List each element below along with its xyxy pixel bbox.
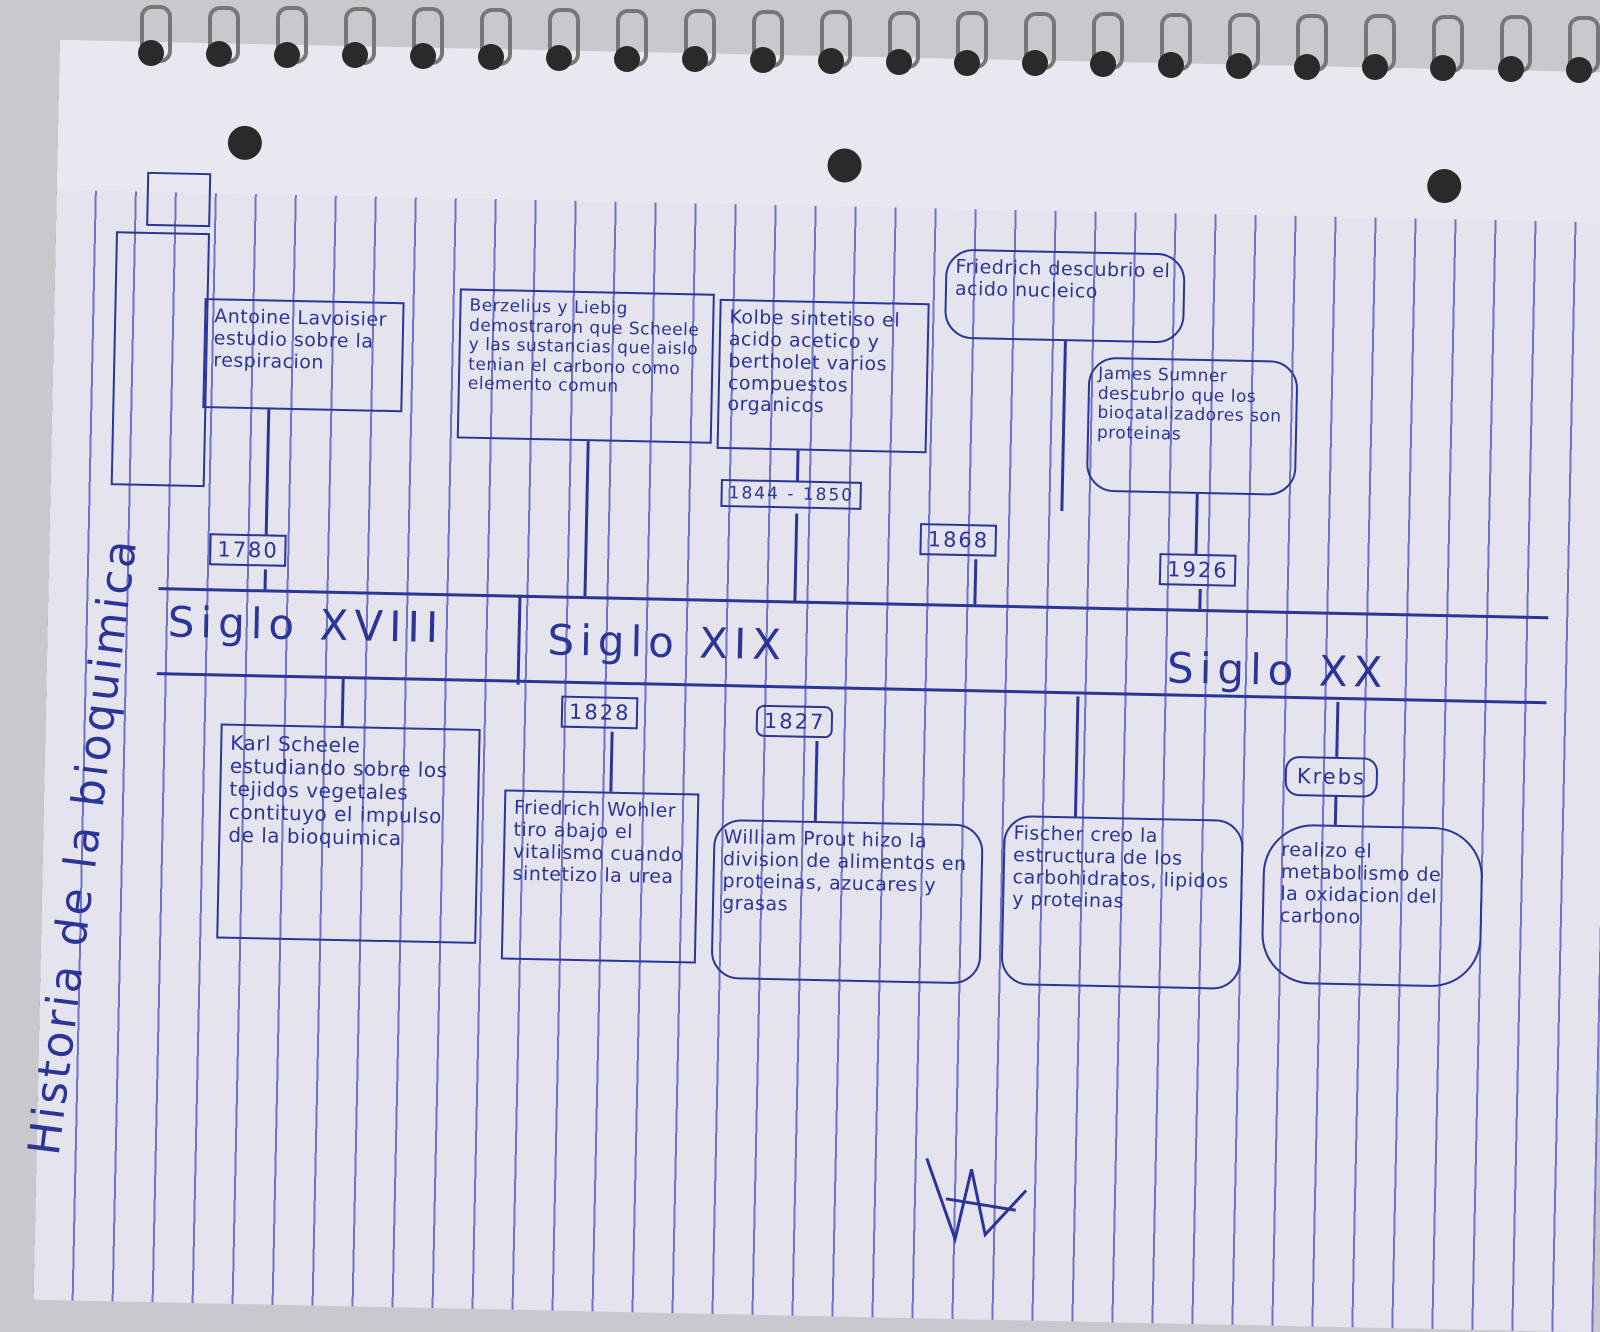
connector: [1198, 588, 1202, 610]
event-scheele: Karl Scheele estudiando sobre los tejido…: [216, 723, 481, 944]
binding-hole: [1158, 52, 1184, 78]
binding-hole: [886, 48, 912, 75]
connector: [264, 409, 270, 535]
binding-hole: [1566, 56, 1592, 83]
binding-hole: [1294, 53, 1320, 80]
date-1868: 1868: [919, 523, 998, 557]
connector: [1073, 696, 1079, 817]
connector: [1060, 341, 1067, 512]
binding-hole: [1430, 55, 1456, 82]
connector: [609, 731, 614, 792]
binding-hole: [1498, 56, 1524, 82]
binding-hole: [1226, 52, 1252, 79]
connector: [1335, 701, 1339, 757]
connector: [263, 569, 267, 592]
date-1780: 1780: [209, 533, 288, 567]
century-19: Siglo XIX: [547, 615, 788, 670]
binding-hole: [954, 49, 980, 76]
connector: [340, 678, 345, 729]
event-lavoisier: Antoine Lavoisier estudio sobre la respi…: [202, 298, 405, 413]
binding-hole: [750, 47, 776, 74]
binding-hole: [546, 44, 572, 71]
binding-hole: [274, 41, 300, 68]
date-1926: 1926: [1158, 553, 1237, 587]
event-kolbe: Kolbe sintetiso el acido acetico y berth…: [716, 298, 930, 454]
margin-box: [146, 171, 212, 228]
connector: [795, 450, 800, 481]
binding-hole: [1022, 50, 1048, 77]
event-prout: William Prout hizo la division de alimen…: [710, 818, 984, 985]
diagram-title: Historia de la bioquimica: [18, 534, 148, 1158]
binding-hole: [342, 42, 368, 69]
event-wohler: Friedrich Wohler tiro abajo el vitalismo…: [500, 789, 700, 964]
event-sumner: James Sumner descubrio que los biocatali…: [1085, 356, 1299, 496]
binding-hole: [206, 40, 232, 67]
connector: [813, 740, 818, 822]
binding-hole: [1362, 54, 1388, 81]
date-1844-1850: 1844 - 1850: [720, 478, 863, 510]
binding-hole: [682, 46, 708, 73]
binding-hole: [138, 40, 164, 66]
spiral-binding: [0, 0, 1600, 100]
binding-hole: [478, 44, 504, 70]
binding-hole: [818, 48, 844, 74]
notebook-page: Historia de la bioquimica Siglo XVIII Si…: [19, 40, 1600, 1332]
connector: [973, 559, 977, 605]
date-1827: 1827: [755, 704, 834, 739]
century-divider: [516, 594, 521, 685]
binding-hole: [410, 43, 436, 70]
binding-hole: [1090, 51, 1116, 78]
century-18: Siglo XVIII: [167, 597, 445, 653]
signature: [925, 1157, 1028, 1245]
century-20: Siglo XX: [1166, 643, 1389, 697]
event-krebs: realizo el metabolismo de la oxidacion d…: [1260, 823, 1484, 988]
margin-box: [110, 231, 210, 488]
event-berzelius-liebig: Berzelius y Liebig demostraron que Schee…: [456, 288, 715, 444]
binding-hole: [614, 45, 640, 72]
date-1828: 1828: [560, 695, 639, 730]
connector: [793, 513, 798, 602]
event-friedrich-miescher: Friedrich descubrio el acido nucleico: [943, 248, 1186, 344]
connector: [1194, 493, 1199, 554]
connector: [583, 441, 590, 597]
event-fischer: Fischer creo la estructura de los carboh…: [1000, 814, 1244, 990]
label-krebs: Krebs: [1284, 755, 1379, 798]
connector: [1333, 794, 1337, 825]
